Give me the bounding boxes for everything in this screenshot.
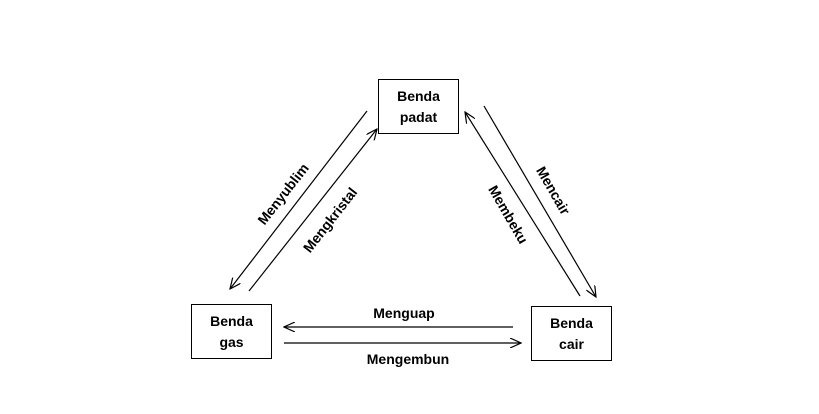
node-solid: Benda padat bbox=[378, 79, 459, 134]
node-liquid-line2: cair bbox=[559, 335, 584, 352]
arrow-freezing bbox=[465, 112, 581, 297]
node-gas: Benda gas bbox=[191, 304, 272, 359]
node-gas-line1: Benda bbox=[210, 312, 253, 329]
node-gas-line2: gas bbox=[219, 333, 244, 350]
label-freezing: Membeku bbox=[485, 183, 531, 247]
node-solid-line1: Benda bbox=[397, 87, 440, 104]
label-evaporation: Menguap bbox=[373, 305, 434, 321]
node-liquid: Benda cair bbox=[531, 306, 612, 361]
arrow-deposition bbox=[248, 129, 377, 292]
label-melting: Mencair bbox=[533, 164, 574, 218]
label-condensation: Mengembun bbox=[367, 351, 449, 367]
arrow-melting bbox=[483, 105, 596, 297]
arrow-sublimation bbox=[230, 110, 368, 289]
node-liquid-line1: Benda bbox=[550, 314, 593, 331]
label-deposition: Mengkristal bbox=[300, 184, 361, 255]
node-solid-line2: padat bbox=[399, 108, 438, 125]
